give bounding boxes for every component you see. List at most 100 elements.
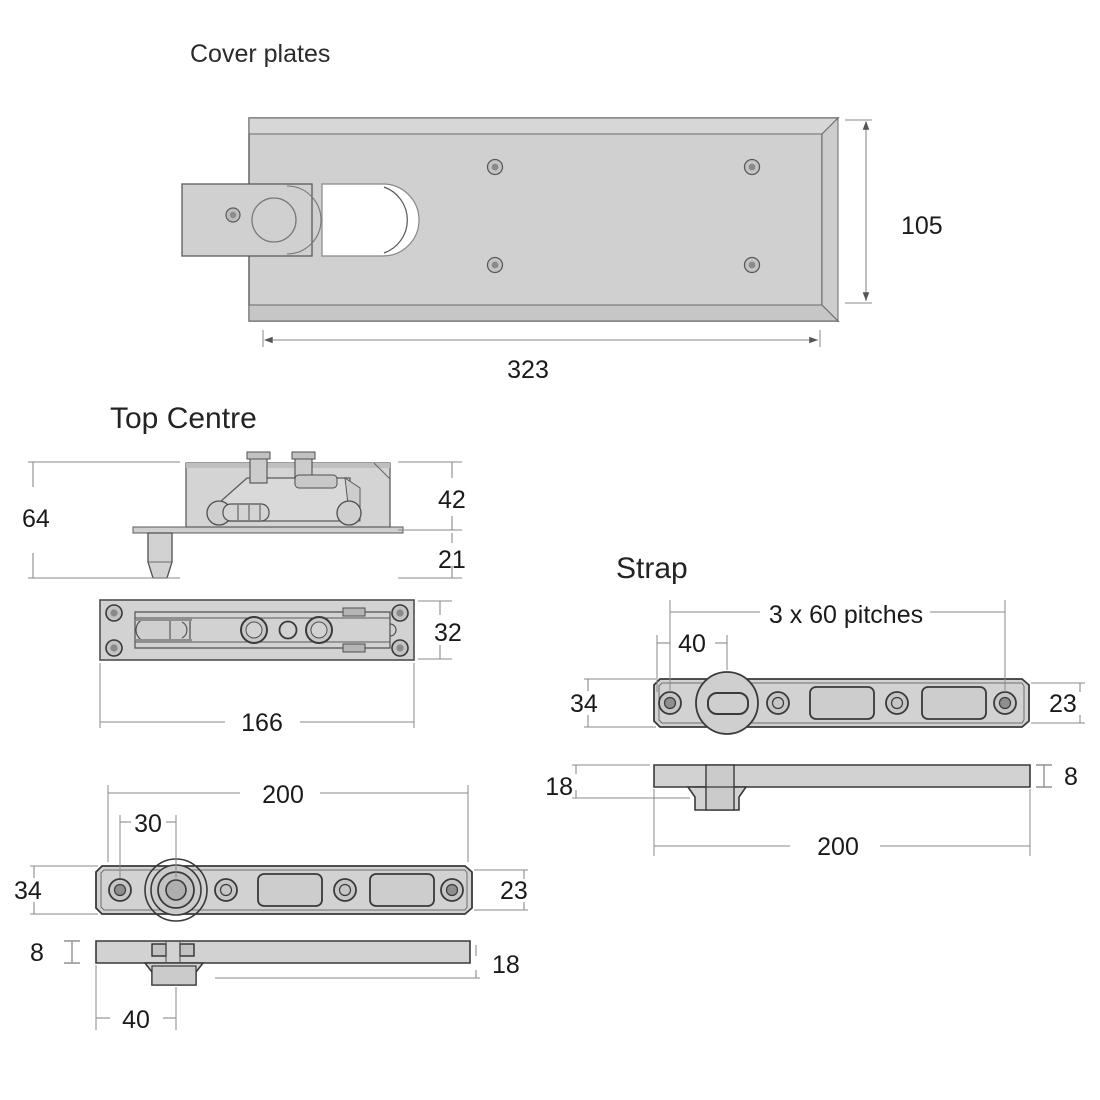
tc-plan-tab-top (342, 607, 366, 617)
dimension-34-right: 34 (570, 678, 656, 728)
cover-plate-right-bevel (821, 116, 839, 323)
cover-plate-screw-hole (743, 158, 761, 176)
dimension-40-left-label: 40 (122, 1006, 150, 1034)
tc-plan-hatch-bottom (136, 639, 192, 643)
strap-title: Strap (616, 552, 688, 585)
tc-plan-slot-arc (181, 621, 188, 639)
tc-plan-screw-hole (105, 639, 123, 657)
sp-screw-hole (658, 691, 682, 715)
dimension-23-right-label: 23 (1049, 690, 1077, 718)
dimension-166: 166 (99, 663, 415, 737)
cover-plate-tab-screw-hole (225, 207, 241, 223)
tc-plan-tab-bottom (342, 643, 366, 653)
dimension-18-right-label: 18 (545, 773, 573, 801)
lss-bolt-right (179, 943, 195, 957)
dimension-8-left-label: 8 (30, 939, 44, 967)
dimension-34-left: 34 (14, 865, 98, 915)
tc-top-block (294, 474, 338, 489)
cover-plate-cutout (321, 183, 420, 257)
tc-plan-inner-body (134, 611, 391, 649)
dimension-pitches: 3 x 60 pitches (669, 600, 1006, 692)
top-centre-side-elevation (132, 451, 404, 579)
sp-screw-hole (766, 691, 790, 715)
dimension-166-label: 166 (241, 709, 283, 737)
tc-bolt-right-head (291, 451, 316, 460)
cover-plates-title: Cover plates (190, 40, 330, 68)
dimension-8-right: 8 (1036, 763, 1078, 791)
ls-screw-hole (333, 878, 357, 902)
cover-plate-screw-hole (486, 256, 504, 274)
cover-plate-top-bevel (248, 117, 840, 135)
cover-plate-tab (181, 183, 313, 257)
dimension-40-right: 40 (656, 630, 728, 692)
lss-boss-inner (151, 965, 197, 986)
tc-plan-screw-hole (391, 639, 409, 657)
tc-housing-top-shade (186, 463, 390, 468)
dimension-200-right-label: 200 (817, 833, 859, 861)
dimension-200-right: 200 (653, 789, 1031, 861)
ls-screw-hole (214, 878, 238, 902)
dimension-18-right: 18 (545, 764, 690, 801)
tc-plan-round-hole (240, 616, 268, 644)
tc-plan-round-hole-small (278, 620, 298, 640)
cover-plate-screw-hole (743, 256, 761, 274)
dimension-32-label: 32 (434, 619, 462, 647)
ss-plate (653, 764, 1031, 788)
sp-plate-inner-edge (658, 682, 1025, 724)
tc-plan-slot (135, 617, 191, 643)
cover-plate-tab-arc (286, 185, 322, 255)
cover-plate-screw-hole (486, 158, 504, 176)
dimension-32: 32 (418, 600, 462, 660)
tc-bolt-left-head (246, 451, 271, 460)
dimension-323-label: 323 (507, 356, 549, 384)
tc-mounting-plate (132, 526, 404, 534)
dimension-21-label: 21 (438, 546, 466, 574)
dimension-105-label: 105 (901, 212, 943, 240)
ls-pivot-boss (144, 858, 208, 922)
dimension-323: 323 (262, 330, 821, 384)
tc-plan-screw-hole (391, 604, 409, 622)
ls-screw-hole (440, 878, 464, 902)
left-strap-section-view (95, 940, 471, 986)
ls-plate-inner-edge (100, 869, 468, 911)
sp-slot (809, 686, 875, 720)
sp-pivot-boss (695, 671, 759, 735)
dimension-18-left-label: 18 (492, 951, 520, 979)
top-centre-title: Top Centre (110, 402, 257, 435)
dimension-64-label: 64 (22, 505, 50, 533)
dimension-8-right-label: 8 (1064, 763, 1078, 791)
dimension-30-left: 30 (119, 810, 177, 878)
dimension-42-label: 42 (438, 486, 466, 514)
sp-pivot-slot (707, 692, 749, 715)
dimension-18-left: 18 (215, 945, 520, 979)
tc-plan-screw-hole (105, 604, 123, 622)
sp-screw-hole (993, 691, 1017, 715)
dimension-42: 42 (398, 461, 466, 531)
ls-slot (369, 873, 435, 907)
sp-slot (921, 686, 987, 720)
tc-plan-right-arc (389, 623, 397, 637)
left-strap-plan-view (95, 858, 473, 922)
dimension-23-left-label: 23 (500, 877, 528, 905)
dimension-105: 105 (845, 119, 943, 304)
tc-plan-round-hole (305, 616, 333, 644)
dimension-34-left-label: 34 (14, 877, 42, 905)
cover-plate-bottom-bevel (248, 304, 840, 322)
tc-centre-capsule (222, 503, 270, 522)
lss-bolt-left (151, 943, 167, 957)
strap-plan-view (653, 671, 1030, 735)
cover-plate-drawing (181, 116, 840, 323)
dimension-40-right-label: 40 (678, 630, 706, 658)
dimension-40-left: 40 (95, 965, 177, 1034)
ls-screw-hole (108, 878, 132, 902)
tc-housing-corner-chamfer (373, 462, 391, 480)
dimension-30-left-label: 30 (134, 810, 162, 838)
cover-plate-pivot-hole (251, 197, 297, 243)
cover-plate-cutout-edge (383, 186, 408, 254)
dimension-pitches-label: 3 x 60 pitches (769, 601, 923, 629)
dimension-200-left-label: 200 (262, 781, 304, 809)
ls-slot (257, 873, 323, 907)
dimension-200-left: 200 (107, 781, 469, 862)
tc-plan-hatch-top (136, 617, 192, 621)
